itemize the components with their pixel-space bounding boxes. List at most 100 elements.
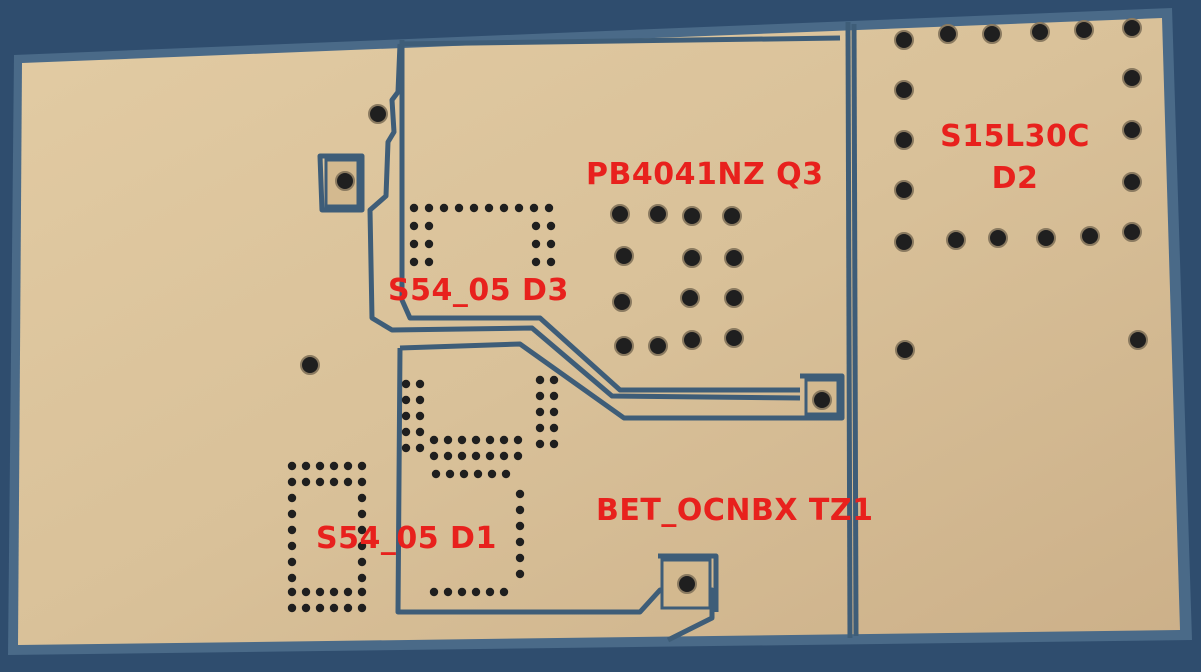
small-via (459, 469, 469, 479)
via-hole (1122, 222, 1142, 242)
via-hole (1122, 68, 1142, 88)
small-via (499, 203, 509, 213)
small-via (329, 587, 339, 597)
small-via (431, 469, 441, 479)
small-via (287, 587, 297, 597)
small-via (357, 541, 367, 551)
small-via (515, 489, 525, 499)
small-via (301, 603, 311, 613)
small-via (429, 587, 439, 597)
via-hole (682, 248, 702, 268)
small-via (457, 451, 467, 461)
via-hole (614, 336, 634, 356)
via-hole (724, 288, 744, 308)
copper-pour-main (18, 18, 1180, 645)
small-via (329, 603, 339, 613)
d3-label: S54_05 D3 (388, 273, 569, 308)
isolation-gap (399, 35, 841, 47)
small-via (544, 203, 554, 213)
small-via (515, 521, 525, 531)
small-via (343, 477, 353, 487)
small-via (549, 407, 559, 417)
small-via (343, 603, 353, 613)
small-via (454, 203, 464, 213)
small-via (439, 203, 449, 213)
via-hole (368, 104, 388, 124)
small-via (424, 203, 434, 213)
small-via (401, 411, 411, 421)
via-hole (677, 574, 697, 594)
small-via (513, 451, 523, 461)
small-via (287, 603, 297, 613)
via-hole (1080, 226, 1100, 246)
small-via (343, 587, 353, 597)
small-via (357, 477, 367, 487)
small-via (357, 557, 367, 567)
small-via (343, 461, 353, 471)
small-via (415, 411, 425, 421)
small-via (515, 569, 525, 579)
small-via (473, 469, 483, 479)
via-hole (648, 336, 668, 356)
via-hole (1074, 20, 1094, 40)
small-via (287, 477, 297, 487)
small-via (549, 375, 559, 385)
isolation-gap (367, 43, 801, 401)
via-hole (1036, 228, 1056, 248)
small-via (287, 461, 297, 471)
via-hole (982, 24, 1002, 44)
small-via (457, 435, 467, 445)
small-via (357, 587, 367, 597)
via-hole (1122, 18, 1142, 38)
via-hole (682, 206, 702, 226)
via-hole (812, 390, 832, 410)
small-via (535, 423, 545, 433)
via-hole (894, 80, 914, 100)
small-via (287, 525, 297, 535)
small-via (409, 221, 419, 231)
small-via (499, 451, 509, 461)
small-via (515, 553, 525, 563)
small-via (529, 203, 539, 213)
via-hole (648, 204, 668, 224)
small-via (515, 537, 525, 547)
small-via (443, 587, 453, 597)
isolation-gap (317, 153, 365, 213)
small-via (409, 257, 419, 267)
small-via (487, 469, 497, 479)
small-via (401, 379, 411, 389)
isolation-gap (395, 347, 715, 643)
via-hole (894, 180, 914, 200)
small-via (357, 525, 367, 535)
small-via (409, 239, 419, 249)
small-via (409, 203, 419, 213)
d1-label: S54_05 D1 (316, 521, 497, 556)
via-hole (682, 330, 702, 350)
small-via (535, 375, 545, 385)
small-via (499, 435, 509, 445)
small-via (457, 587, 467, 597)
isolation-gap (800, 373, 845, 421)
small-via (415, 379, 425, 389)
small-via (357, 509, 367, 519)
via-hole (300, 355, 320, 375)
small-via (315, 587, 325, 597)
via-hole (988, 228, 1008, 248)
small-via (485, 587, 495, 597)
small-via (549, 439, 559, 449)
small-via (401, 395, 411, 405)
small-via (484, 203, 494, 213)
small-via (415, 443, 425, 453)
small-via (401, 443, 411, 453)
small-via (329, 461, 339, 471)
small-via (315, 461, 325, 471)
small-via (485, 451, 495, 461)
small-via (301, 587, 311, 597)
via-hole (724, 328, 744, 348)
small-via (443, 451, 453, 461)
small-via (429, 451, 439, 461)
small-via (329, 477, 339, 487)
small-via (471, 587, 481, 597)
q3-label: PB4041NZ Q3 (586, 157, 824, 192)
